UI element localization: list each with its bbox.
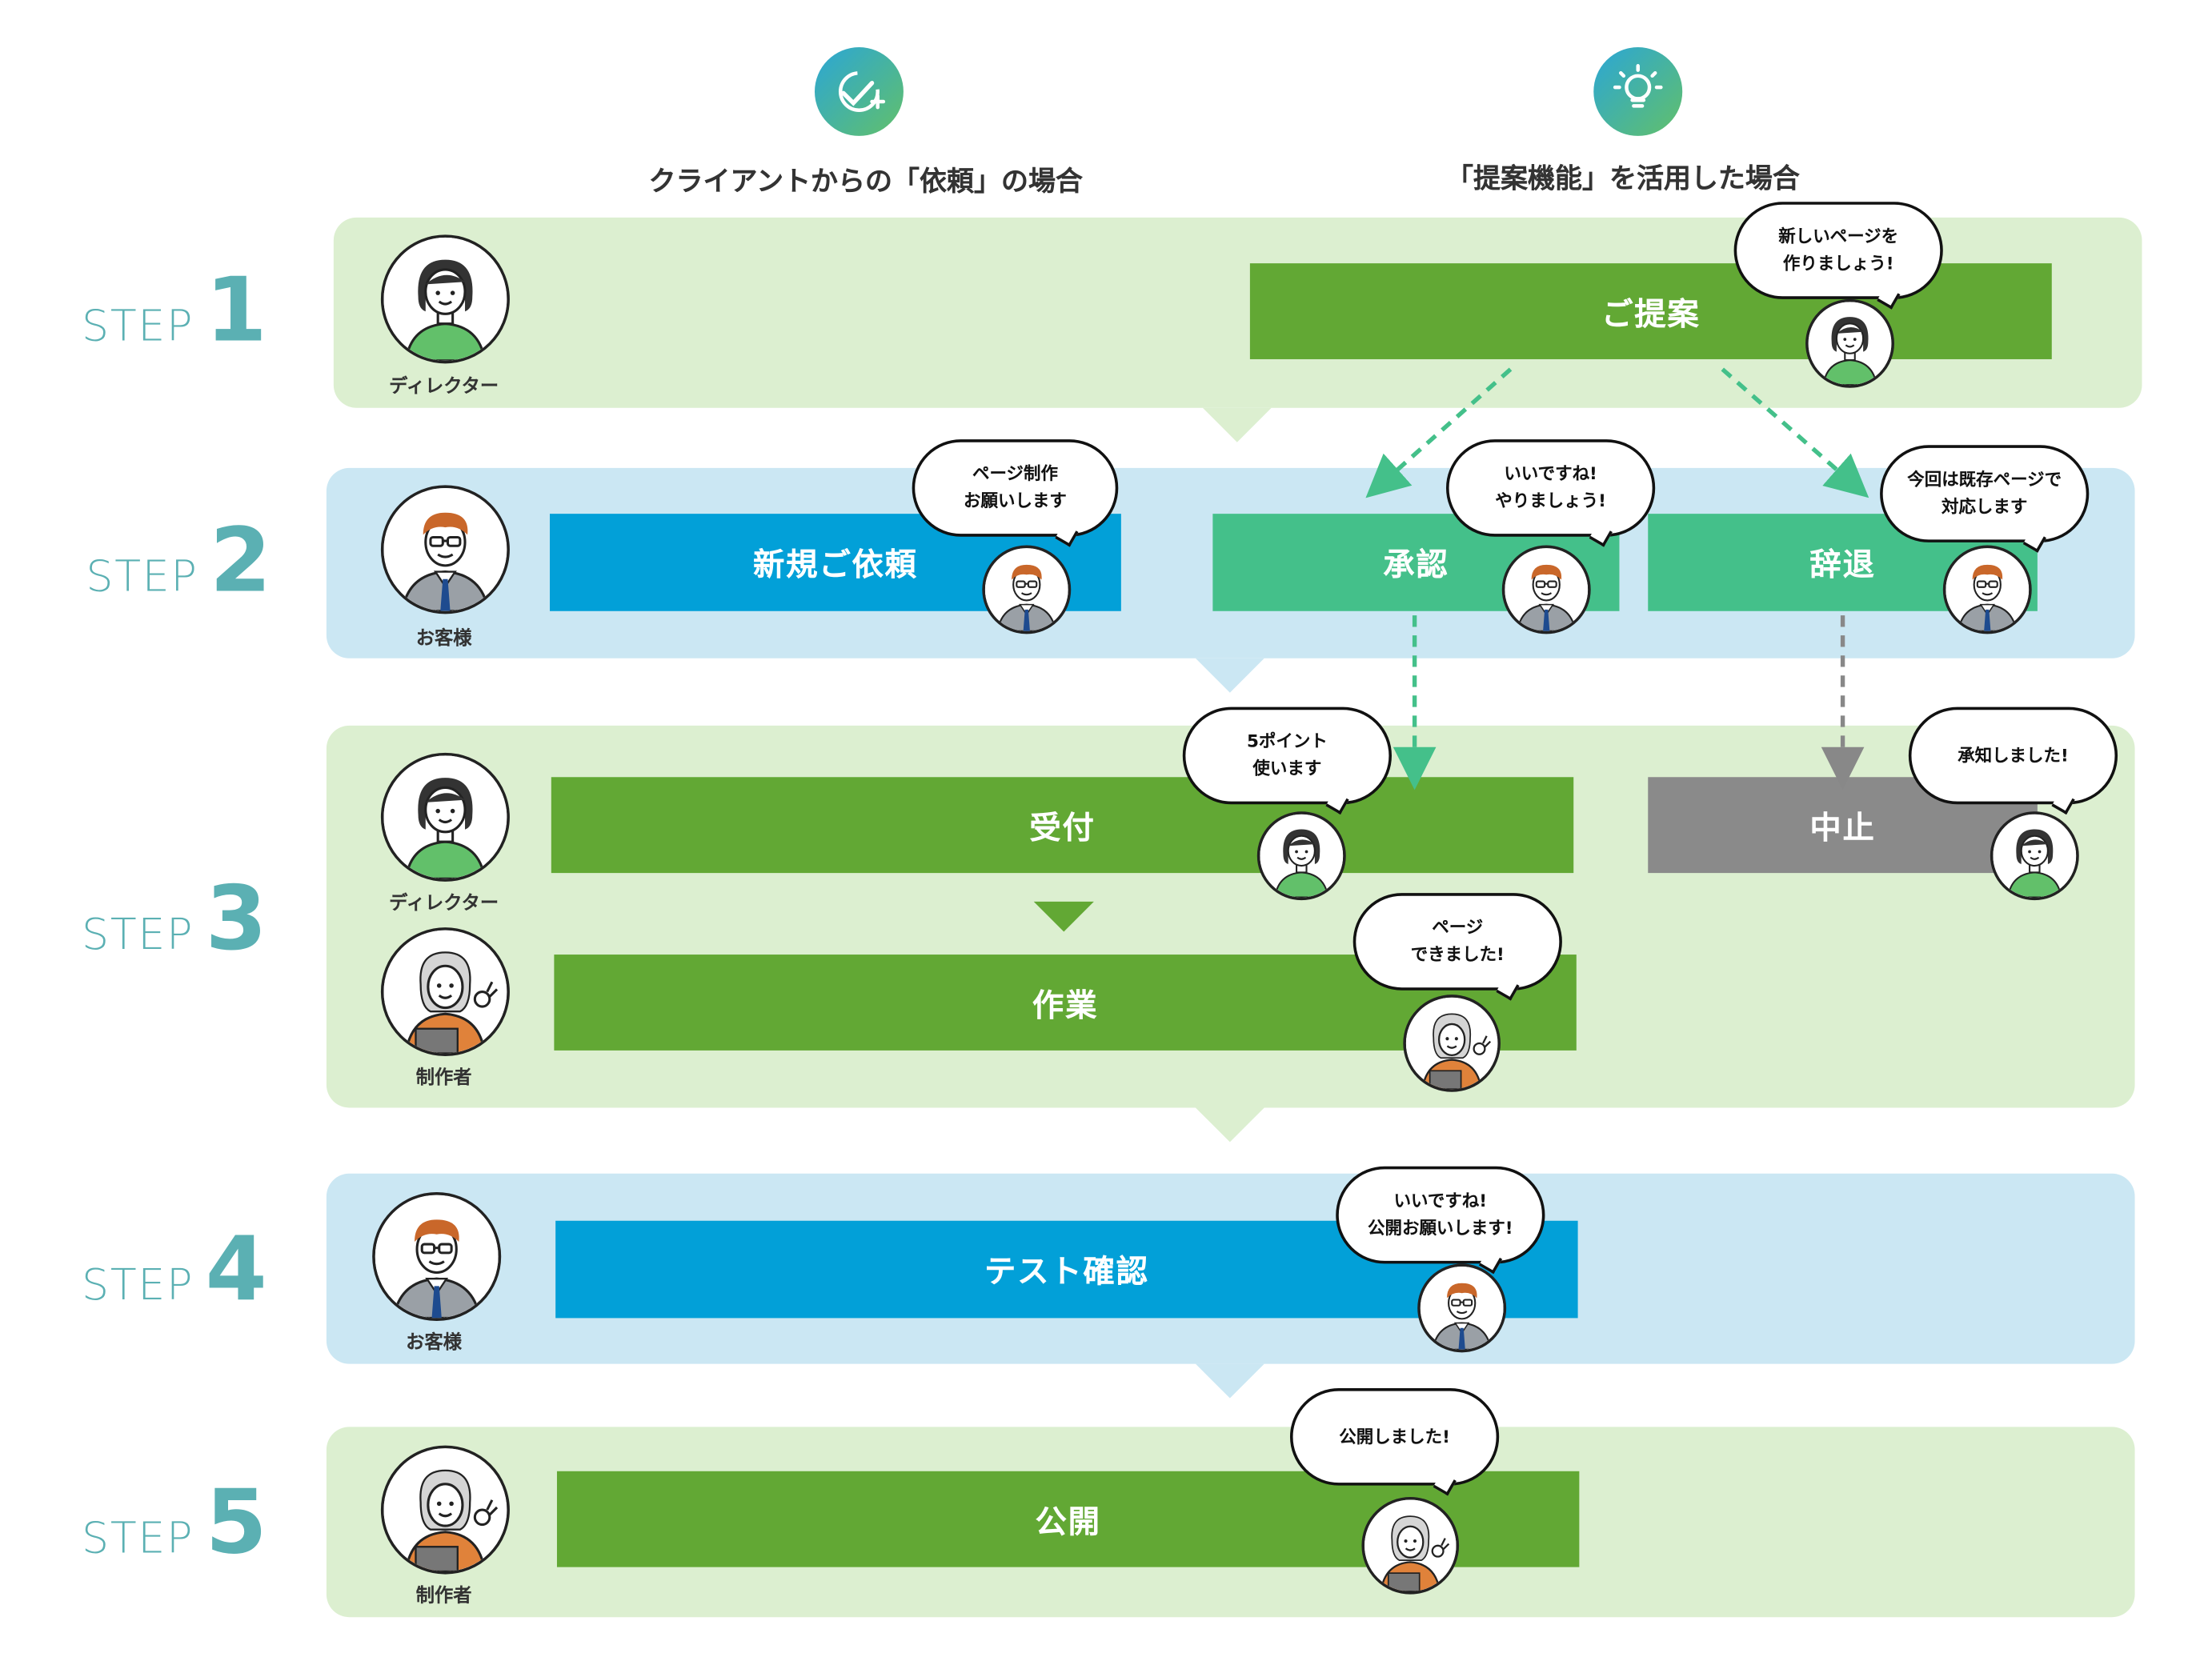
publish-bubble: 公開しました!: [1289, 1388, 1500, 1496]
new-request-bubble: ページ制作お願いします: [912, 439, 1119, 547]
receive-bar: 受付: [551, 777, 1574, 874]
client-avatar: [982, 545, 1072, 634]
step3-notch: [1195, 1107, 1264, 1143]
client-avatar: [380, 485, 510, 614]
creator-avatar: [380, 927, 510, 1057]
test-bubble: いいですね!公開お願いします!: [1336, 1166, 1545, 1275]
proposal-title: 「提案機能」を活用した場合: [1445, 162, 1800, 195]
approve-bubble: いいですね!やりましょう!: [1445, 439, 1656, 547]
step2-notch: [1195, 658, 1264, 693]
director-avatar: [1256, 811, 1346, 901]
decline-bubble: 今回は既存ページで対応します: [1880, 445, 2090, 553]
step4-notch: [1195, 1363, 1264, 1399]
creator-avatar: [1361, 1496, 1460, 1595]
creator-avatar: [1403, 995, 1501, 1092]
receive-bubble: 5ポイント使います: [1182, 706, 1393, 815]
director-avatar: [380, 234, 510, 364]
director-avatar: [1990, 811, 2079, 901]
creator-role-label: 制作者: [415, 1585, 472, 1607]
down-arrow: [1033, 901, 1094, 932]
work-bubble: ページできました!: [1352, 893, 1562, 1001]
director-role-label: ディレクター: [389, 893, 499, 915]
cancel-bubble: 承知しました!: [1908, 706, 2118, 815]
director-role-label: ディレクター: [389, 376, 499, 398]
proposal-bubble: 新しいページを作りましょう!: [1733, 202, 1943, 310]
client-request-title: クライアントからの「依頼」の場合: [648, 166, 1084, 198]
client-avatar: [372, 1191, 502, 1321]
lightbulb-icon: [1593, 47, 1683, 136]
client-role-label: お客様: [415, 628, 472, 650]
client-role-label: お客様: [406, 1332, 462, 1355]
client-avatar: [1942, 545, 2032, 634]
step1-notch: [1202, 407, 1272, 442]
client-avatar: [1501, 545, 1591, 634]
creator-role-label: 制作者: [415, 1067, 472, 1090]
client-avatar: [1417, 1263, 1507, 1353]
creator-avatar: [380, 1445, 510, 1575]
check-plus-icon: [814, 47, 904, 136]
director-avatar: [380, 752, 510, 882]
director-avatar: [1805, 298, 1894, 388]
